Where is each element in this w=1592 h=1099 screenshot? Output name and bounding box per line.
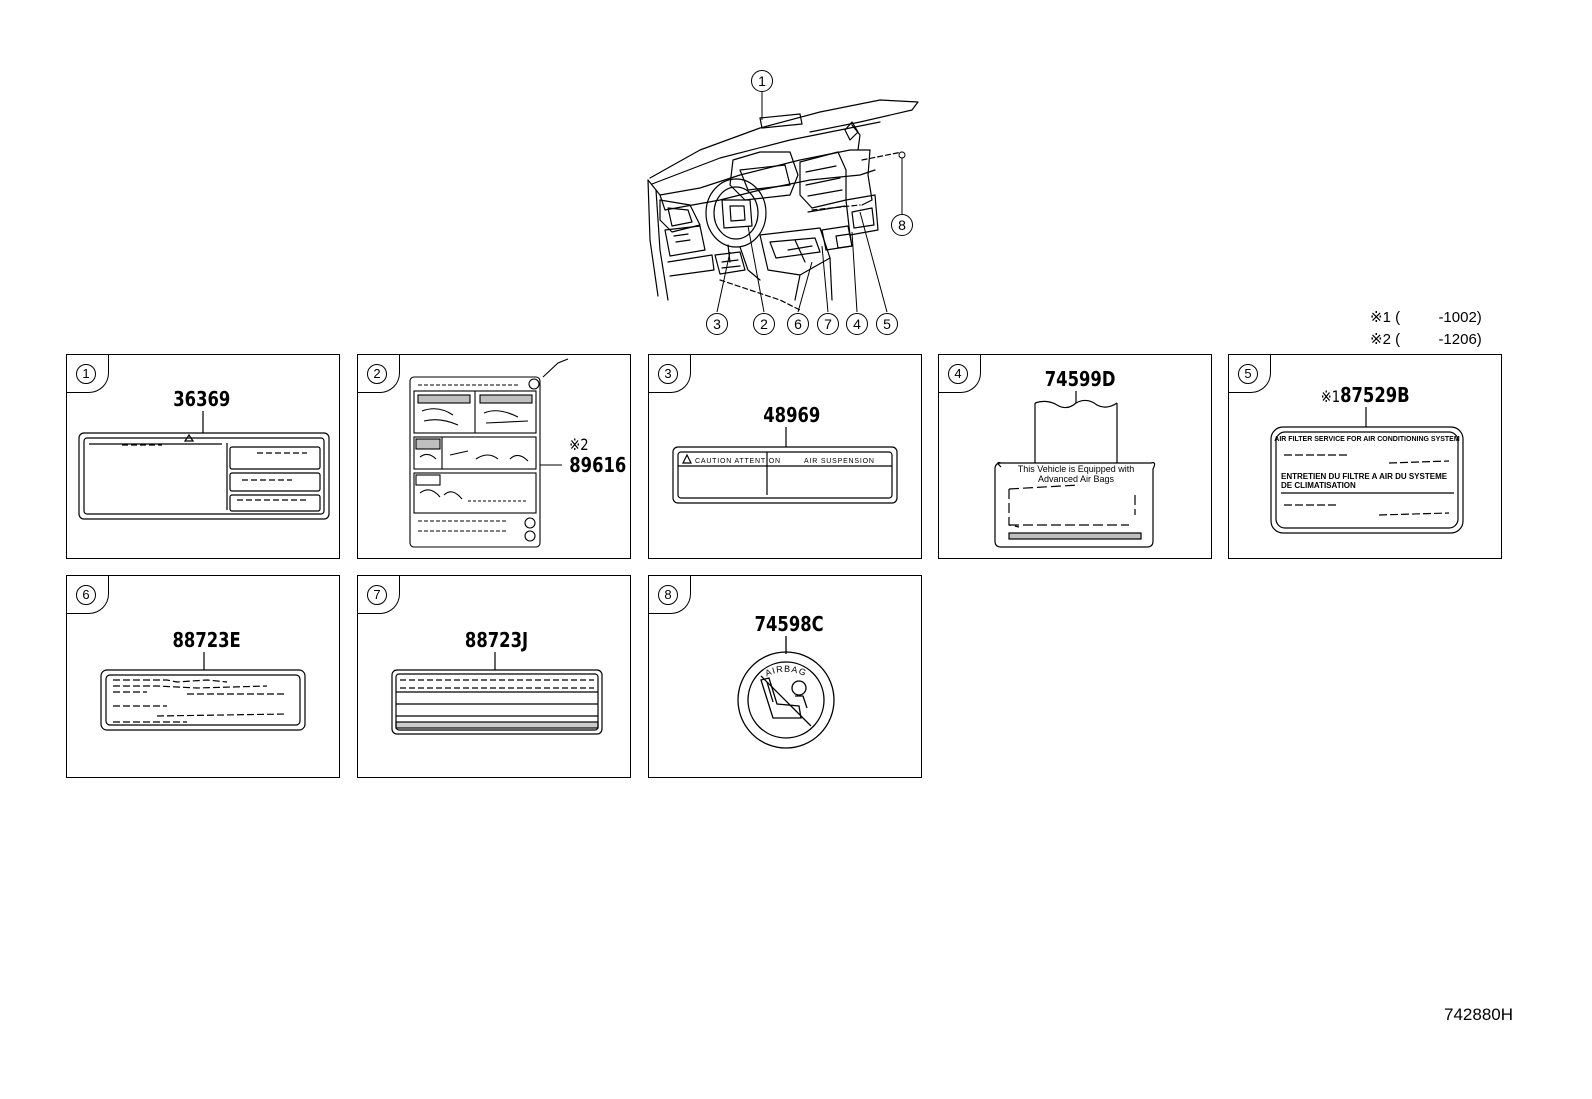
note-1-mark: ※1 — [1370, 309, 1391, 326]
panel-7[interactable]: 7 88723J — [357, 575, 631, 778]
part-number-88723J[interactable]: 88723J — [464, 628, 529, 652]
panel-8[interactable]: 8 74598C AIRBAG — [648, 575, 922, 778]
callout-5[interactable]: 5 — [876, 313, 898, 335]
part-number-89616[interactable]: ※2 89616 — [569, 435, 626, 475]
callout-1[interactable]: 1 — [751, 70, 773, 92]
panel-tab: 7 — [358, 576, 400, 614]
part-ref-89616: ※2 — [569, 435, 589, 454]
panel-tab: 8 — [649, 576, 691, 614]
label-89616-drawing — [409, 358, 569, 548]
panel-tab: 5 — [1229, 355, 1271, 393]
diagram-code: 742880H — [1444, 1005, 1514, 1024]
note-1-open: ( — [1395, 309, 1401, 326]
note-1-range: -1002) — [1438, 309, 1482, 326]
callout-3[interactable]: 3 — [706, 313, 728, 335]
callout-2[interactable]: 2 — [753, 313, 775, 335]
panel-4[interactable]: 4 74599D This Vehicle is Equipped with A… — [938, 354, 1212, 559]
panel-number: 8 — [658, 585, 678, 605]
callout-6[interactable]: 6 — [787, 313, 809, 335]
label-74598C-drawing: AIRBAG — [737, 636, 835, 749]
label-87529B-line1: AIR FILTER SERVICE FOR AIR CONDITIONING … — [1274, 436, 1460, 443]
part-number-87529B[interactable]: ※187529B — [1321, 383, 1410, 407]
part-ref-87529B: ※1 — [1320, 387, 1341, 406]
panel-2[interactable]: 2 ※2 89616 — [357, 354, 631, 559]
note-2-open: ( — [1395, 331, 1401, 348]
panel-tab: 2 — [358, 355, 400, 393]
note-2-mark: ※2 — [1370, 331, 1391, 348]
label-74598C-arc-text: AIRBAG — [764, 664, 809, 679]
panel-number: 4 — [948, 364, 968, 384]
label-87529B-line3: DE CLIMATISATION — [1281, 481, 1356, 490]
label-74599D-drawing: This Vehicle is Equipped with Advanced A… — [994, 391, 1156, 548]
label-74599D-line1: This Vehicle is Equipped with — [1018, 464, 1135, 474]
panel-1[interactable]: 1 36369 — [66, 354, 340, 559]
note-1: ※1 ( -1002) — [1370, 308, 1482, 326]
label-74599D-line2: Advanced Air Bags — [1038, 474, 1115, 484]
callout-8[interactable]: 8 — [891, 214, 913, 236]
label-87529B-line2: ENTRETIEN DU FILTRE A AIR DU SYSTEME — [1281, 472, 1448, 481]
label-48969-right-text: AIR SUSPENSION — [804, 458, 875, 465]
panel-tab: 6 — [67, 576, 109, 614]
panel-number: 7 — [367, 585, 387, 605]
part-number-74599D[interactable]: 74599D — [1044, 367, 1116, 391]
part-number-36369[interactable]: 36369 — [173, 387, 231, 411]
label-48969-left-text: CAUTION ATTENTION — [695, 458, 781, 465]
panel-5[interactable]: 5 ※187529B AIR FILTER SERVICE FOR AIR CO… — [1228, 354, 1502, 559]
panel-number: 2 — [367, 364, 387, 384]
callout-7[interactable]: 7 — [817, 313, 839, 335]
panel-tab: 4 — [939, 355, 981, 393]
panel-number: 1 — [76, 364, 96, 384]
note-2-range: -1206) — [1438, 331, 1482, 348]
panel-tab: 3 — [649, 355, 691, 393]
callout-4[interactable]: 4 — [846, 313, 868, 335]
part-number-48969[interactable]: 48969 — [763, 403, 821, 427]
label-88723E-drawing — [100, 652, 306, 731]
label-87529B-drawing: AIR FILTER SERVICE FOR AIR CONDITIONING … — [1270, 407, 1464, 534]
panel-3[interactable]: 3 48969 CAUTION ATTENTION AIR SUSPENSION — [648, 354, 922, 559]
part-number-text: 87529B — [1340, 383, 1410, 407]
part-number-text: 89616 — [569, 453, 627, 477]
panel-number: 5 — [1238, 364, 1258, 384]
part-number-88723E[interactable]: 88723E — [172, 628, 241, 652]
label-48969-drawing: CAUTION ATTENTION AIR SUSPENSION — [672, 427, 898, 504]
label-88723J-drawing — [391, 652, 603, 735]
label-36369-drawing — [78, 411, 330, 520]
panel-tab: 1 — [67, 355, 109, 393]
part-number-74598C[interactable]: 74598C — [754, 612, 824, 636]
panel-6[interactable]: 6 88723E — [66, 575, 340, 778]
panel-number: 3 — [658, 364, 678, 384]
note-2: ※2 ( -1206) — [1370, 330, 1482, 348]
panel-number: 6 — [76, 585, 96, 605]
